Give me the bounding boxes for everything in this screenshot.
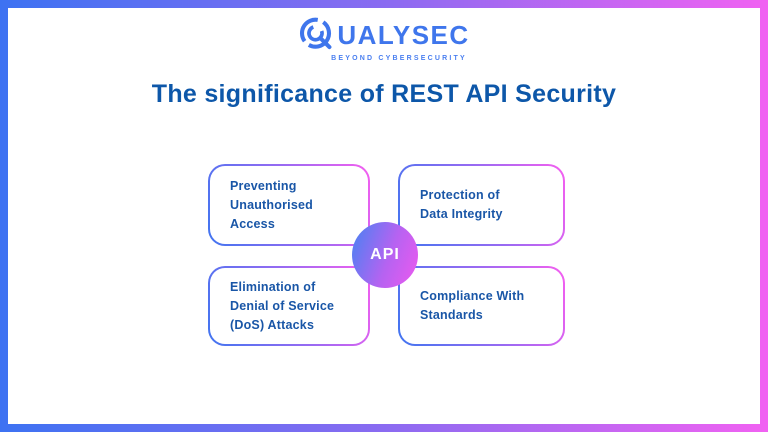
card-body: Elimination of Denial of Service (DoS) A… bbox=[210, 268, 368, 344]
api-badge-label: API bbox=[370, 246, 400, 263]
logo-tagline: BEYOND CYBERSECURITY bbox=[331, 55, 467, 62]
card-protection-of-data-integrity: Protection of Data Integrity bbox=[398, 164, 565, 246]
card-elimination-of-dos-attacks: Elimination of Denial of Service (DoS) A… bbox=[208, 266, 370, 346]
card-label: Compliance With Standards bbox=[420, 289, 525, 322]
card-label: Elimination of Denial of Service (DoS) A… bbox=[230, 279, 335, 332]
card-body: Compliance With Standards bbox=[400, 268, 563, 344]
card-body: Preventing Unauthorised Access bbox=[210, 166, 368, 244]
card-body: Protection of Data Integrity bbox=[400, 166, 563, 244]
logo-row: UALYSEC bbox=[298, 16, 469, 52]
logo-wordmark: UALYSEC bbox=[337, 20, 470, 50]
api-badge: API bbox=[352, 222, 418, 288]
card-label: Preventing Unauthorised Access bbox=[230, 178, 313, 231]
card-label: Protection of Data Integrity bbox=[420, 188, 503, 221]
card-preventing-unauthorised-access: Preventing Unauthorised Access bbox=[208, 164, 370, 246]
poster-background: UALYSEC BEYOND CYBERSECURITY The signifi… bbox=[8, 8, 760, 424]
qualysec-q-logo-icon bbox=[298, 16, 334, 52]
qualysec-logo: UALYSEC BEYOND CYBERSECURITY bbox=[298, 16, 469, 62]
card-compliance-with-standards: Compliance With Standards bbox=[398, 266, 565, 346]
page-title: The significance of REST API Security bbox=[151, 80, 617, 108]
